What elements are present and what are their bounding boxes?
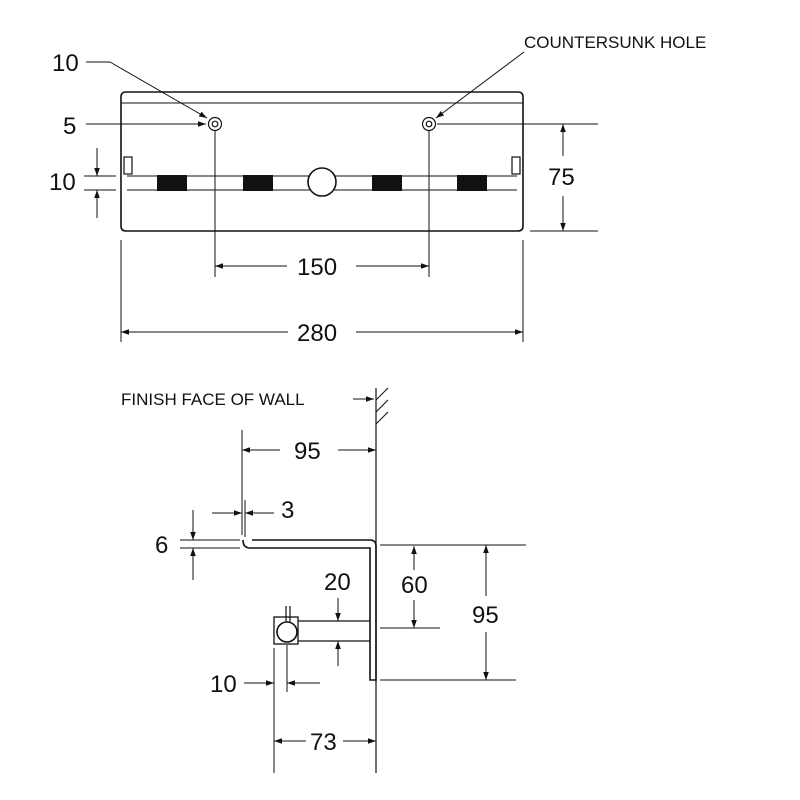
bar-block-3 — [372, 175, 402, 191]
dim-280-label: 280 — [297, 320, 337, 347]
dim-75-label: 75 — [548, 164, 575, 191]
dim-6-label: 6 — [155, 532, 168, 559]
countersunk-hole-note: COUNTERSUNK HOLE — [524, 33, 706, 52]
dim-95-top-label: 95 — [294, 438, 321, 465]
dim-5-label: 5 — [63, 113, 76, 140]
leader-10-top-arrow — [109, 61, 208, 119]
dim-3-label: 3 — [281, 497, 294, 524]
wall-hatch — [375, 387, 389, 425]
bar-end-tab-left — [123, 156, 133, 175]
countersunk-leader — [435, 51, 525, 119]
dim-150-label: 150 — [297, 254, 337, 281]
bar-block-2 — [243, 175, 273, 191]
dim-10-side-label: 10 — [210, 671, 237, 698]
bar-center-knob — [307, 167, 337, 197]
dim-73-label: 73 — [310, 729, 337, 756]
finish-face-note: FINISH FACE OF WALL — [121, 390, 305, 409]
dim-20-label: 20 — [324, 569, 351, 596]
dim-60-label: 60 — [401, 572, 428, 599]
side-view: FINISH FACE OF WALL 95 3 6 20 — [121, 387, 526, 773]
bar-block-1 — [157, 175, 187, 191]
countersunk-hole-left — [207, 116, 223, 132]
dim-10-top-label: 10 — [52, 50, 79, 77]
pin-circle — [276, 621, 298, 643]
dim-10-left-label: 10 — [49, 169, 76, 196]
dim-95-right-label: 95 — [472, 602, 499, 629]
bar-block-4 — [457, 175, 487, 191]
countersunk-hole-right — [421, 116, 437, 132]
plate-outline — [120, 91, 524, 232]
bracket-profile — [242, 539, 377, 681]
bar-end-tab-right — [511, 156, 521, 175]
top-view: 10 5 10 COUNTERSUNK HOLE 75 150 280 — [49, 33, 706, 347]
